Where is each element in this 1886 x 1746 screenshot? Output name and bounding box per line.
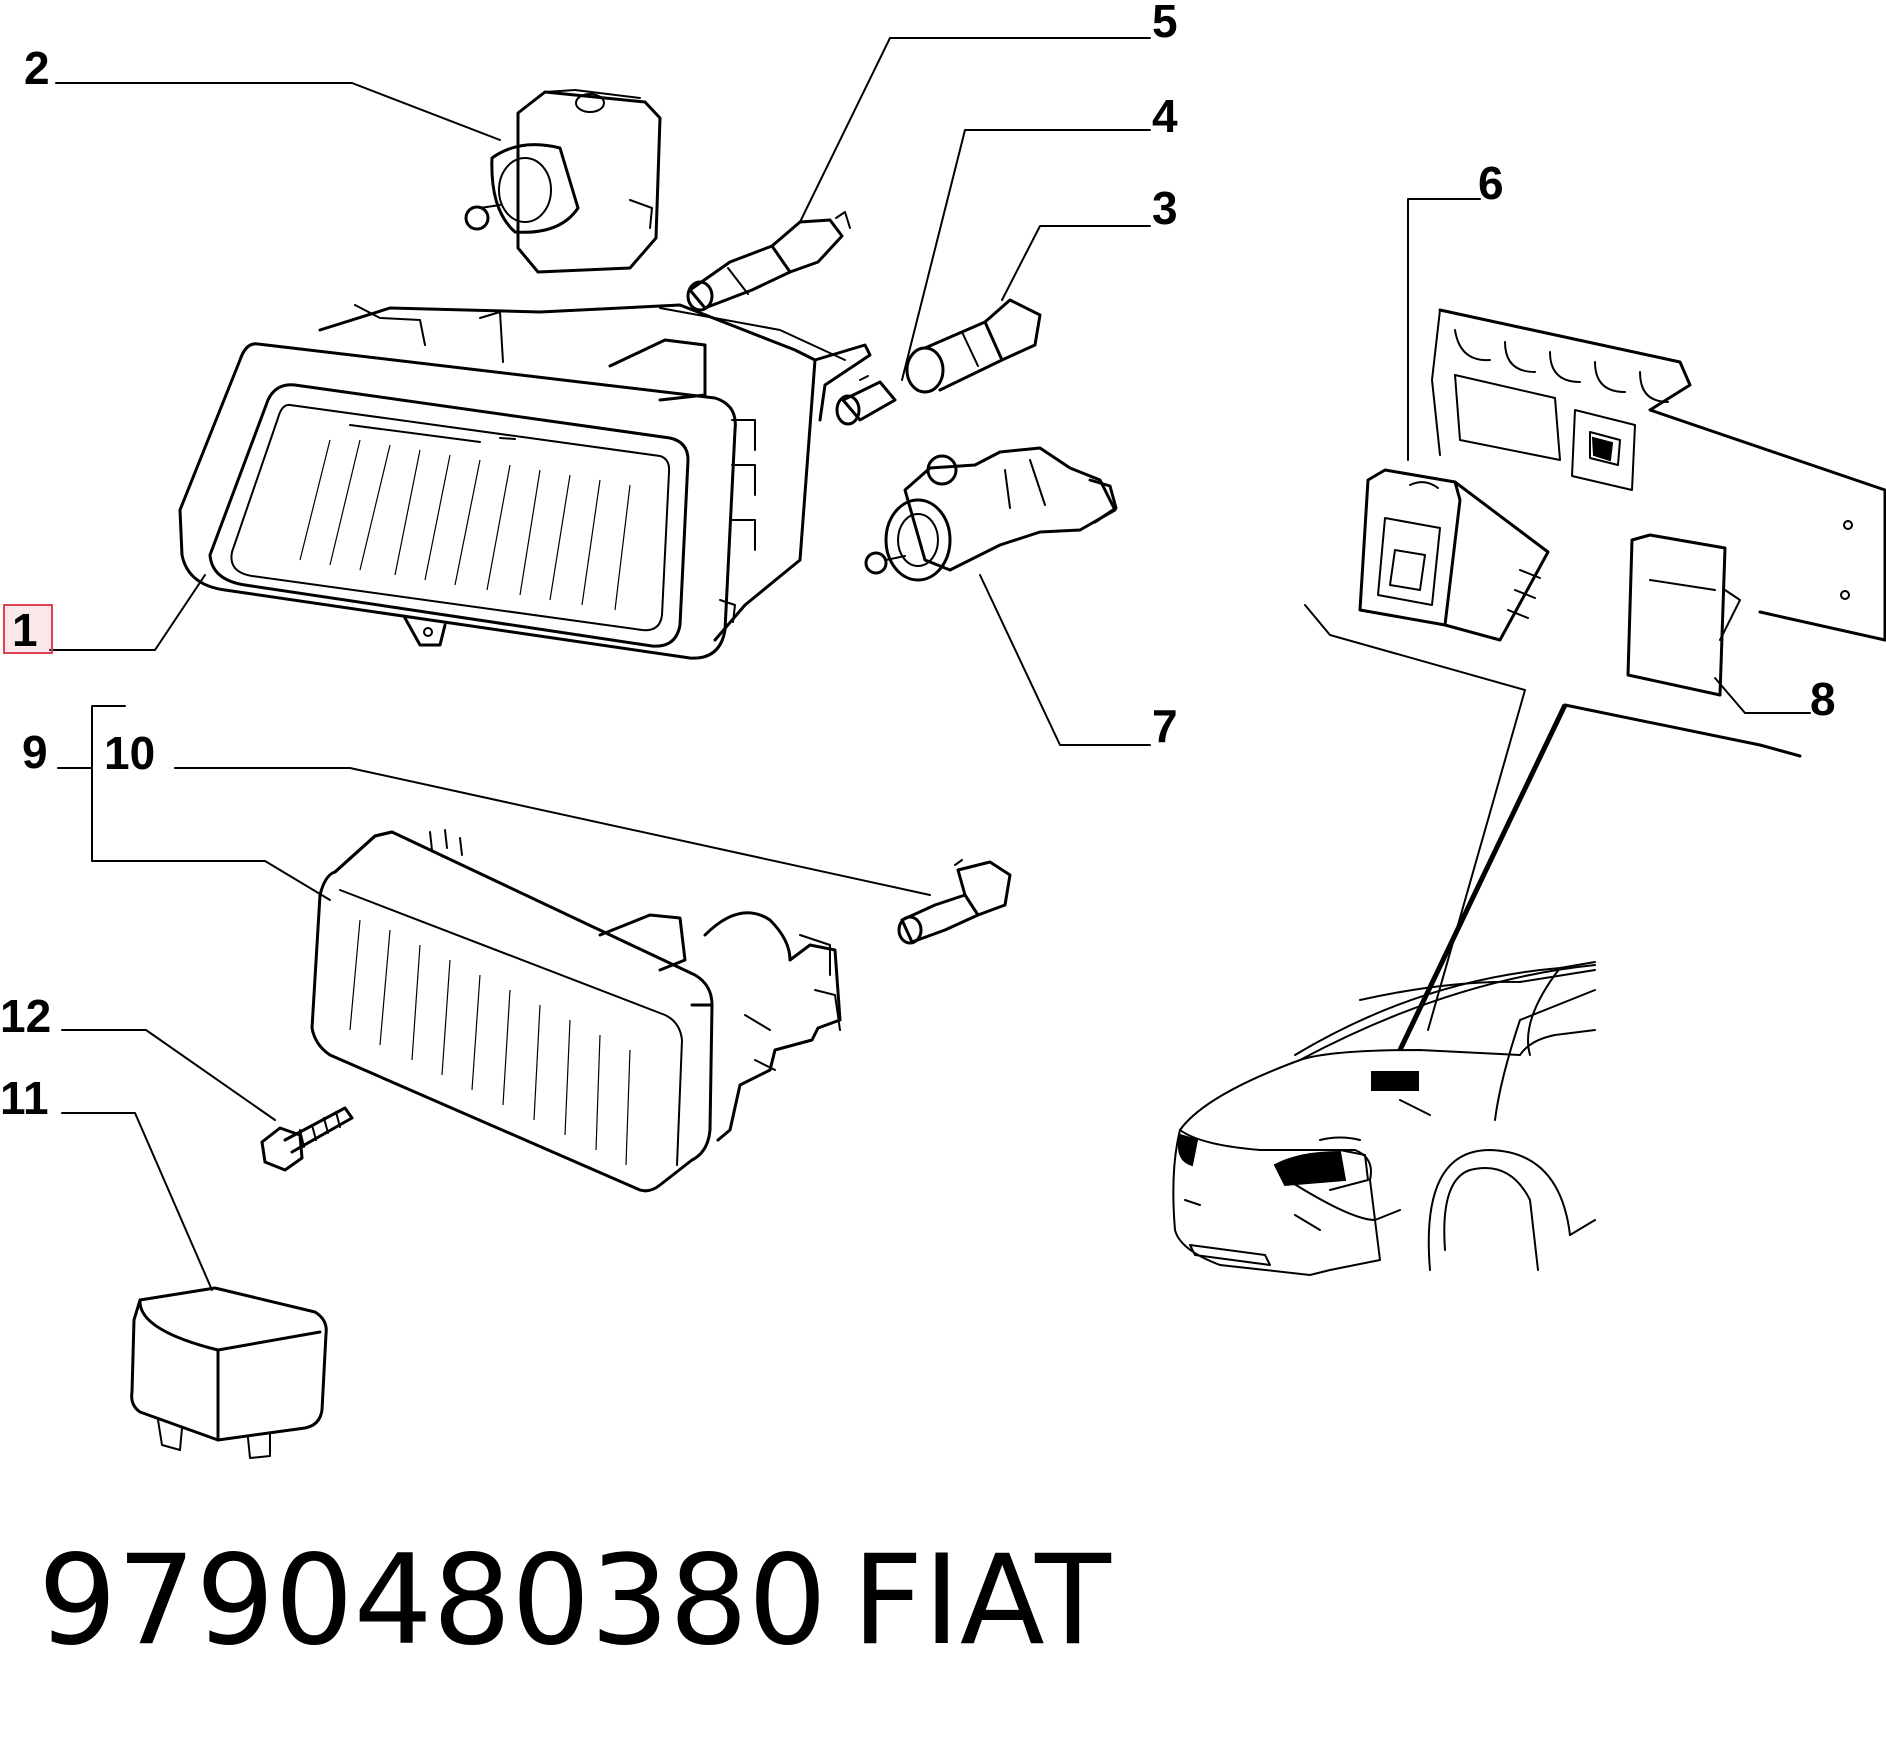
part-number: 9790480380 <box>38 1529 827 1673</box>
leader-9-bracket <box>91 705 331 901</box>
callout-8[interactable]: 8 <box>1810 673 1836 725</box>
callout-10[interactable]: 10 <box>104 727 155 779</box>
leveling-motor-part <box>464 89 662 274</box>
selected-callout-highlight <box>3 604 53 654</box>
h7-bulb-part <box>686 211 851 312</box>
bulb-socket-part <box>864 446 1118 582</box>
headlamp-assembly-part <box>178 303 872 660</box>
callout-labels: 1 2 3 4 5 6 7 8 9 10 11 12 <box>0 0 1836 1124</box>
callout-6[interactable]: 6 <box>1478 157 1504 209</box>
callout-7[interactable]: 7 <box>1152 700 1178 752</box>
footer: 9790480380 FIAT <box>38 1529 1112 1673</box>
leader-2 <box>55 82 501 141</box>
leader-3 <box>1001 225 1151 301</box>
callout-4[interactable]: 4 <box>1152 90 1178 142</box>
leader-8 <box>1714 677 1811 714</box>
fog-bulb-part <box>897 859 1012 945</box>
callout-1[interactable]: 1 <box>12 604 38 656</box>
callout-9[interactable]: 9 <box>22 726 48 778</box>
callout-3[interactable]: 3 <box>1152 182 1178 234</box>
leader-5 <box>799 37 1151 223</box>
leader-11 <box>61 1112 213 1291</box>
leader-6 <box>1407 198 1481 461</box>
leader-4 <box>901 129 1151 381</box>
leader-12 <box>61 1029 276 1121</box>
callout-12[interactable]: 12 <box>0 990 51 1042</box>
callout-5[interactable]: 5 <box>1152 0 1178 47</box>
brand-name: FIAT <box>852 1529 1112 1673</box>
screw-part <box>260 1106 354 1172</box>
dashboard-part <box>1304 308 1886 1052</box>
leader-7 <box>979 574 1151 746</box>
bulb-holder-part <box>905 298 1042 394</box>
callout-11[interactable]: 11 <box>0 1072 49 1124</box>
parking-bulb-part <box>835 375 897 426</box>
fog-lamp-part <box>310 829 842 1193</box>
vehicle-locator <box>1172 961 1596 1276</box>
leader-10 <box>174 767 931 896</box>
relay-part <box>130 1286 328 1459</box>
leader-lines <box>49 37 1811 1291</box>
callout-2[interactable]: 2 <box>24 42 50 94</box>
leader-1 <box>49 574 206 651</box>
